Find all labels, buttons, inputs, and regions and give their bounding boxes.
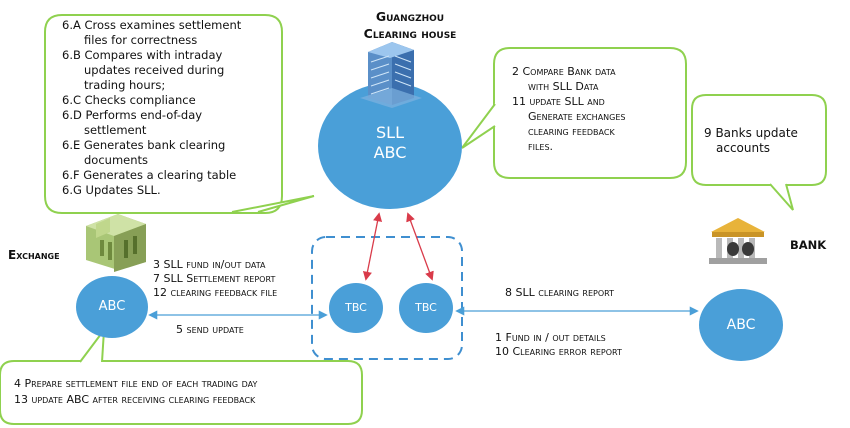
bank-clearing-report-label: 8 SLL clearing report [505, 286, 614, 299]
callout-left-line: files for correctness [84, 33, 198, 47]
callout-right-line: Generate exchanges [528, 110, 626, 123]
clearing-house-node-label: SLL ABC [330, 123, 450, 163]
bank-flow-line: 1 Fund in / out details [495, 331, 606, 344]
exchange-flow-line: 7 SLL Settlement report [153, 272, 276, 285]
clearing-house-title-line2: Clearing house [363, 26, 457, 41]
arrow-clearing-tbc-right [406, 212, 434, 281]
callout-right-text: 2 Compare Bank data with SLL Data 11 upd… [512, 64, 626, 154]
callout-left-line: 6.D Performs end-of-day [62, 108, 203, 122]
exchange-node-label: ABC [98, 299, 126, 314]
exchange-abc-node[interactable] [76, 276, 148, 338]
callout-right-shape [461, 47, 687, 179]
bank-flow-labels: 1 Fund in / out details 10 Clearing erro… [495, 331, 622, 359]
tbc-node-left[interactable] [329, 283, 383, 333]
callout-left-line: trading hours; [84, 78, 166, 92]
exchange-send-update-label: 5 send update [176, 323, 244, 336]
callout-bank-line: 9 Banks update [704, 126, 798, 140]
tbc-right-label: TBC [415, 301, 437, 314]
exchange-flow-labels: 3 SLL fund in/out data 7 SLL Settlement … [153, 258, 277, 300]
callout-right-line: with SLL Data [528, 80, 599, 93]
callout-left-line: 6.B Compares with intraday [62, 48, 223, 62]
callout-right-line: 11 update SLL and [512, 95, 605, 108]
callout-left-line: 6.A Cross examines settlement [62, 18, 242, 32]
callout-bank-line: accounts [716, 141, 771, 155]
tbc-left-label: TBC [345, 301, 367, 314]
callout-left-line: 6.G Updates SLL. [62, 183, 161, 197]
callout-left-line: 6.C Checks compliance [62, 93, 196, 107]
exchange-label: Exchange [8, 248, 60, 262]
clearing-house-title-line1: Guangzhou [375, 9, 445, 24]
callout-left-shape [44, 14, 315, 214]
callout-bottom-shape [0, 326, 363, 425]
callout-left-line: documents [84, 153, 149, 167]
bank-label: BANK [790, 238, 827, 252]
callout-left-line: updates received during [84, 63, 225, 77]
callout-right-line: 2 Compare Bank data [512, 65, 616, 78]
callout-right-line: files. [528, 140, 554, 153]
callout-bottom-line: 4 Prepare settlement file end of each tr… [14, 377, 258, 390]
clearing-house-node[interactable] [318, 83, 462, 209]
clearing-house-node-line2: ABC [373, 143, 407, 162]
bank-abc-node[interactable] [699, 289, 783, 361]
callout-bottom-line: 13 update ABC after receiving clearing f… [14, 393, 256, 406]
callout-bank-shape [691, 94, 827, 211]
callout-left-line: 6.F Generates a clearing table [62, 168, 237, 182]
arrow-clearing-tbc-left [362, 212, 383, 281]
callout-bottom-text: 4 Prepare settlement file end of each tr… [14, 376, 257, 408]
clearing-house-node-line1: SLL [376, 123, 404, 142]
bank-building-icon [709, 218, 767, 264]
exchange-building-icon [86, 214, 146, 272]
tbc-container [311, 236, 463, 360]
callout-left-line: 6.E Generates bank clearing [62, 138, 226, 152]
callout-right-line: clearing feedback [528, 125, 615, 138]
exchange-flow-line: 12 clearing feedback file [153, 286, 278, 299]
clearing-house-title: Guangzhou Clearing house [352, 8, 468, 42]
bank-flow-line: 10 Clearing error report [495, 345, 622, 358]
callout-bank-text: 9 Banks update accounts [704, 126, 798, 156]
clearing-house-building-icon [360, 42, 422, 108]
tbc-node-right[interactable] [399, 283, 453, 333]
callout-left-text: 6.A Cross examines settlement files for … [62, 18, 241, 198]
exchange-flow-line: 3 SLL fund in/out data [153, 258, 266, 271]
callout-left-line: settlement [84, 123, 147, 137]
bank-node-label: ABC [726, 317, 756, 333]
